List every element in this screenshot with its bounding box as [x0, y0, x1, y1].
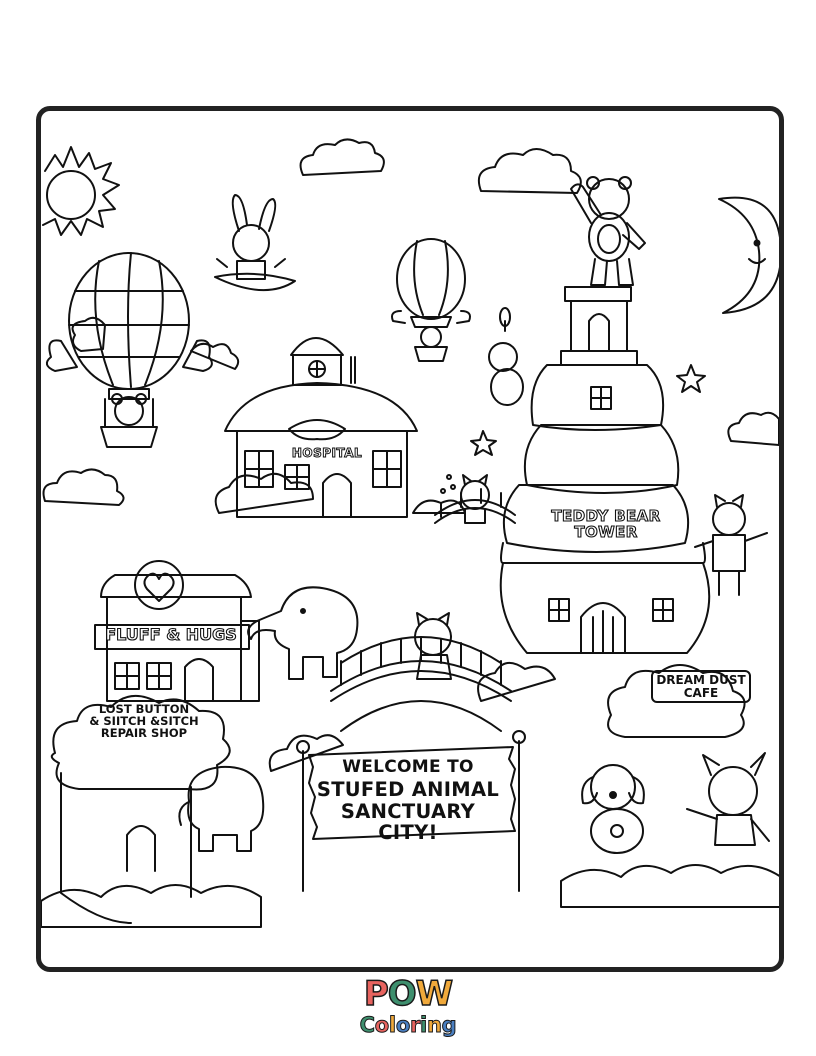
floating-teddy-bear [488, 307, 524, 406]
logo-coloring-word: Coloring [352, 1012, 464, 1038]
hospital-building [224, 337, 418, 518]
cloud-platform [41, 472, 779, 928]
fluff-and-hugs-sign: FLUFF & HUGS [105, 625, 238, 644]
moon-with-face-icon [718, 196, 779, 314]
flying-bunny [214, 194, 296, 291]
logo-letter: l [388, 1013, 396, 1038]
line-art-scene [41, 138, 779, 928]
welcome-sign-text: WELCOME TO STUFED ANIMAL SANCTUARY CITY! [315, 757, 501, 845]
cat [414, 494, 768, 680]
star-icon [470, 364, 706, 456]
repair-sign-line-3: REPAIR SHOP [100, 726, 188, 741]
tower-sign-line-2: TOWER [574, 522, 638, 541]
puppy [581, 752, 770, 854]
logo-pow-word: POW [352, 974, 464, 1014]
repair-sign-line-2: & SIITCH &SITCH [89, 714, 199, 729]
welcome-line-2: STUFED ANIMAL [316, 777, 500, 801]
cafe-sign-line-1: DREAM DUST [656, 673, 746, 687]
logo-letter: o [374, 1013, 389, 1038]
coloring-page-frame: WELCOME TO STUFED ANIMAL SANCTUARY CITY!… [36, 106, 784, 972]
fluff-and-hugs-shop [94, 560, 260, 702]
welcome-sign-board [296, 730, 526, 892]
logo-letter-p: P [363, 974, 389, 1014]
teddy-bear-tower [499, 286, 711, 654]
sun-icon [42, 146, 120, 236]
pow-coloring-logo: POW Coloring [352, 974, 464, 1050]
logo-letter: g [441, 1013, 457, 1038]
cloud-icon [42, 138, 779, 506]
welcome-line-3: SANCTUARY CITY! [340, 800, 476, 844]
bridge [330, 488, 516, 732]
logo-letter-o: O [387, 974, 417, 1014]
hot-air-balloon-small [391, 238, 471, 362]
elephant [178, 586, 359, 852]
repair-shop-sign: LOST BUTTON & SIITCH &SITCH REPAIR SHOP [69, 703, 219, 739]
tower-sign-line-1: TEDDY BEAR [551, 507, 661, 525]
welcome-line-1: WELCOME TO [342, 757, 474, 777]
logo-letter: i [420, 1013, 428, 1038]
hospital-sign: HOSPITAL [291, 446, 363, 460]
logo-letter: n [426, 1013, 442, 1038]
hot-air-balloon-bear [45, 252, 213, 448]
dream-dust-cafe-sign: DREAM DUST CAFE [651, 670, 751, 704]
teddy-bear-tower-sign: TEDDY BEAR TOWER [531, 507, 681, 541]
logo-letter-w: W [415, 974, 454, 1014]
logo-letter: r [409, 1013, 421, 1038]
logo-letter: o [395, 1013, 410, 1038]
logo-letter: C [359, 1013, 375, 1038]
waving-teddy-bear [570, 176, 646, 286]
cafe-sign-line-2: CAFE [683, 685, 719, 700]
repair-sign-line-1: LOST BUTTON [98, 702, 190, 716]
